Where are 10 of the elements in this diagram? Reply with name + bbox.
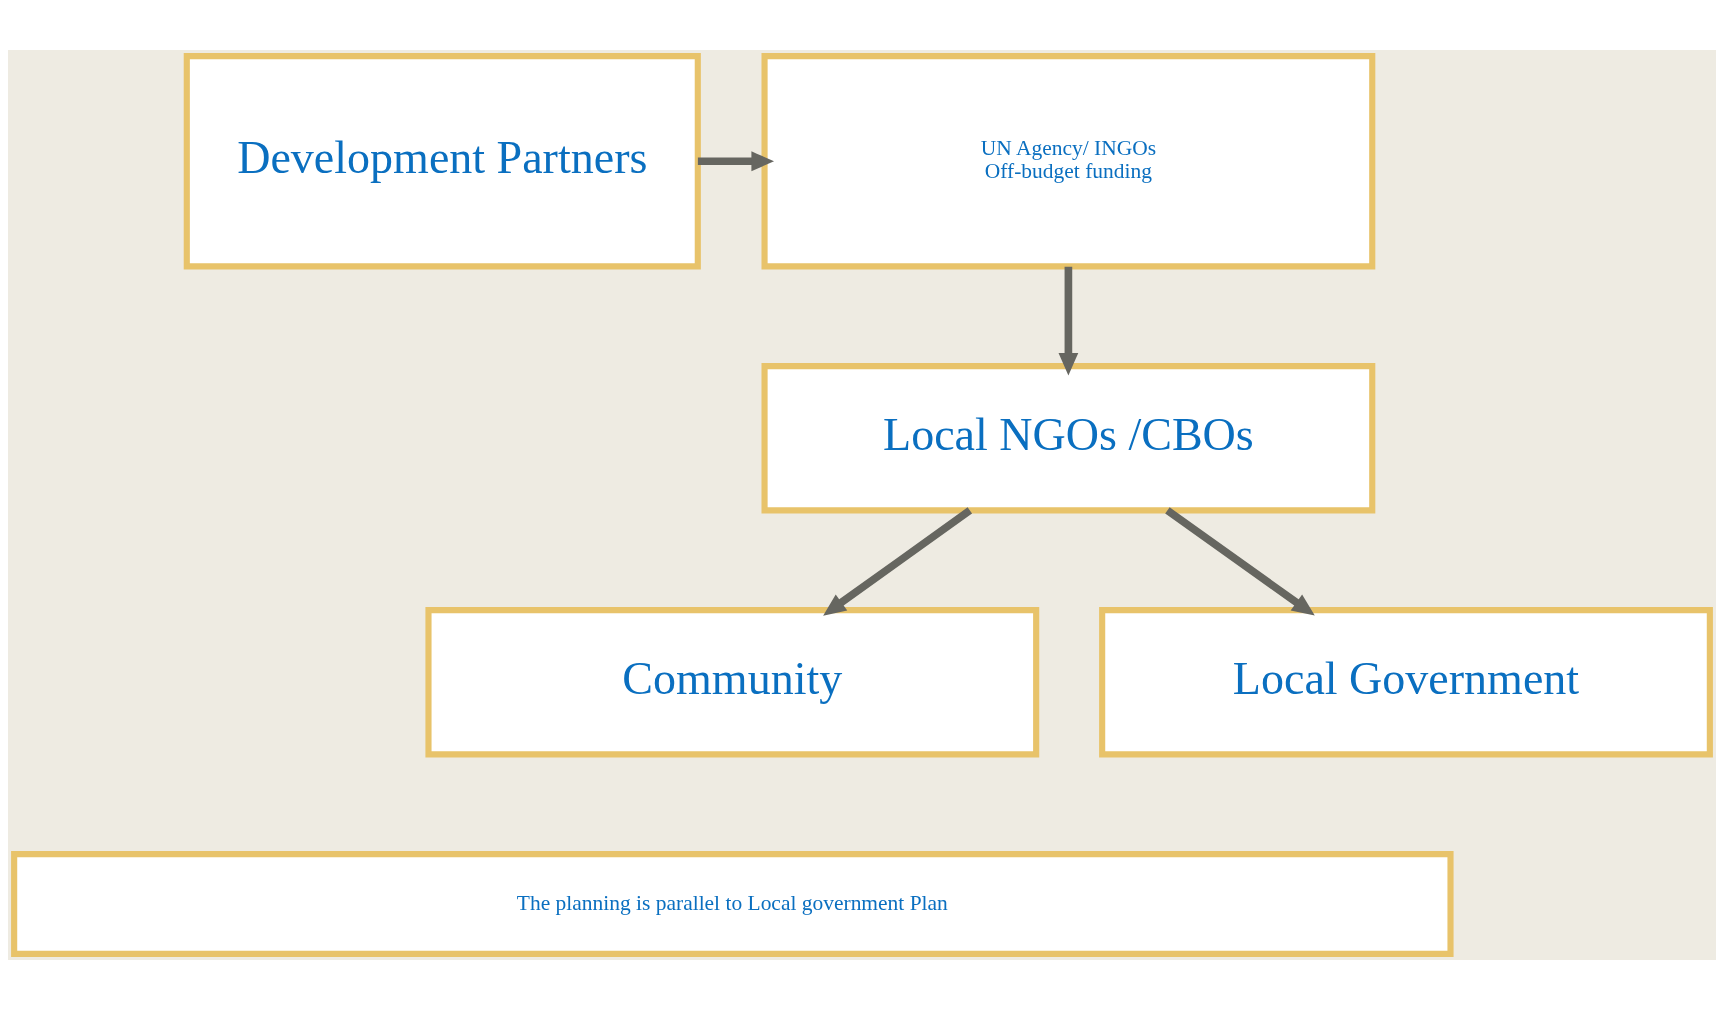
node-box: Local NGOs /CBOs: [761, 362, 1376, 513]
node-box: The planning is parallel to Local government Plan: [11, 850, 1454, 957]
node-box: Development Partners: [183, 52, 701, 269]
node-box: Community: [425, 606, 1040, 757]
arrow: [697, 150, 774, 171]
node-box: Local Government: [1099, 606, 1713, 757]
arrow: [1165, 506, 1315, 616]
arrow: [1058, 266, 1079, 376]
node-box: UN Agency/ INGOs Off-budget funding: [761, 52, 1376, 269]
arrow: [823, 506, 973, 616]
